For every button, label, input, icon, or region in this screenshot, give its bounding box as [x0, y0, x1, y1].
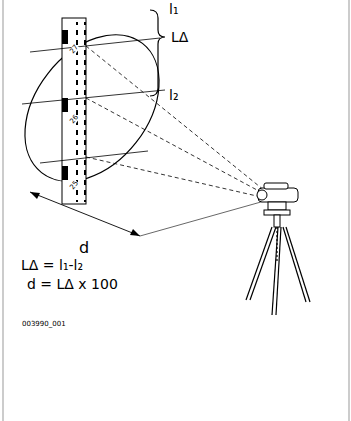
figure-id: 003990_001: [22, 321, 66, 328]
sight-line: [86, 157, 270, 199]
level-instrument: [257, 183, 298, 227]
sight-line: [86, 46, 270, 195]
interval-label: LΔ: [171, 30, 188, 44]
dimension-extension: [140, 200, 268, 236]
frame-line: [349, 0, 350, 421]
formula: d = LΔ x 100: [27, 277, 118, 291]
stadia-label: l₁: [169, 2, 179, 16]
view-ellipse: [0, 9, 187, 207]
frame-line: [3, 0, 4, 421]
brace: [150, 10, 165, 96]
sight-line: [86, 98, 270, 197]
dimension-line: [30, 192, 140, 236]
levelling-staff: [62, 18, 86, 204]
stadia-label: l₂: [169, 88, 179, 102]
tripod: [246, 227, 310, 315]
formula: LΔ = l₁-l₂: [21, 258, 83, 272]
stadia-line: [30, 38, 160, 52]
distance-label: d: [79, 240, 89, 256]
stadia-line: [40, 151, 148, 163]
